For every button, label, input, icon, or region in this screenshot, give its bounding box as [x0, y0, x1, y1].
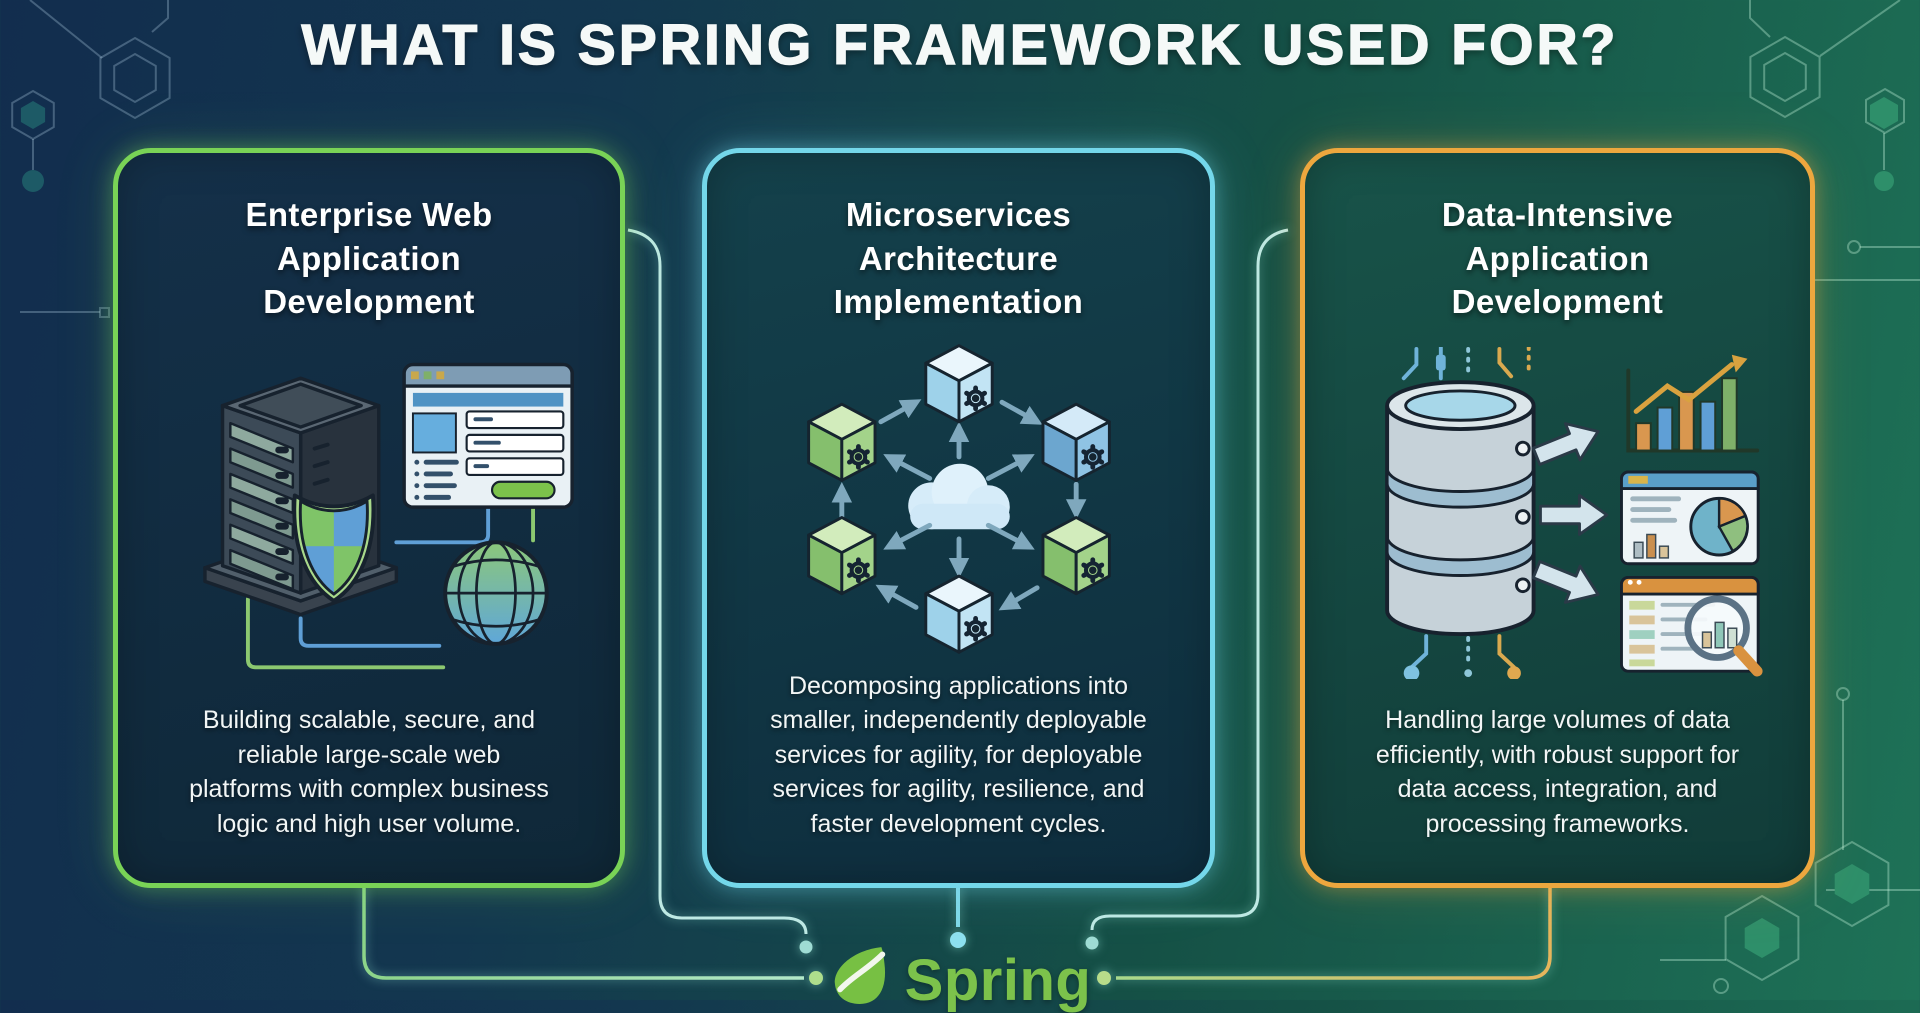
brand-name: Spring	[904, 948, 1092, 1013]
database-icon	[1384, 380, 1536, 637]
magnifier-icon	[1683, 595, 1763, 677]
service-cubes-cloud-network-illustration	[806, 344, 1111, 654]
security-shield-icon	[292, 493, 376, 604]
spring-leaf-icon	[834, 947, 886, 1004]
browser-window-icon	[402, 363, 574, 510]
card-enterprise-web: Enterprise Web Application Development	[113, 148, 625, 888]
server-shield-browser-globe-illustration	[203, 363, 574, 670]
card-description: Handling large volumes of data efficient…	[1375, 706, 1740, 838]
card-title: Enterprise Web Application Development	[245, 196, 493, 321]
card-title: Microservices Architecture Implementatio…	[833, 196, 1084, 321]
card-description: Decomposing applications into smaller, i…	[770, 671, 1147, 838]
microservice-cubes	[806, 344, 1111, 654]
cloud-icon	[907, 463, 1010, 530]
database-analytics-dashboards-illustration	[1384, 347, 1763, 680]
globe-icon	[443, 540, 549, 647]
card-microservices: Microservices Architecture Implementatio…	[702, 148, 1215, 888]
search-report-icon	[1619, 576, 1763, 677]
card-data-intensive: Data-Intensive Application Development	[1300, 148, 1815, 888]
bar-chart-icon	[1625, 355, 1759, 453]
card-description: Building scalable, secure, and reliable …	[189, 706, 549, 838]
card-title: Data-Intensive Application Development	[1441, 196, 1674, 321]
spring-logo: Spring	[829, 938, 1092, 1010]
pie-dashboard-icon	[1619, 470, 1760, 566]
page-title: WHAT IS SPRING FRAMEWORK USED FOR?	[301, 12, 1619, 77]
data-flow-arrows	[1531, 422, 1608, 605]
